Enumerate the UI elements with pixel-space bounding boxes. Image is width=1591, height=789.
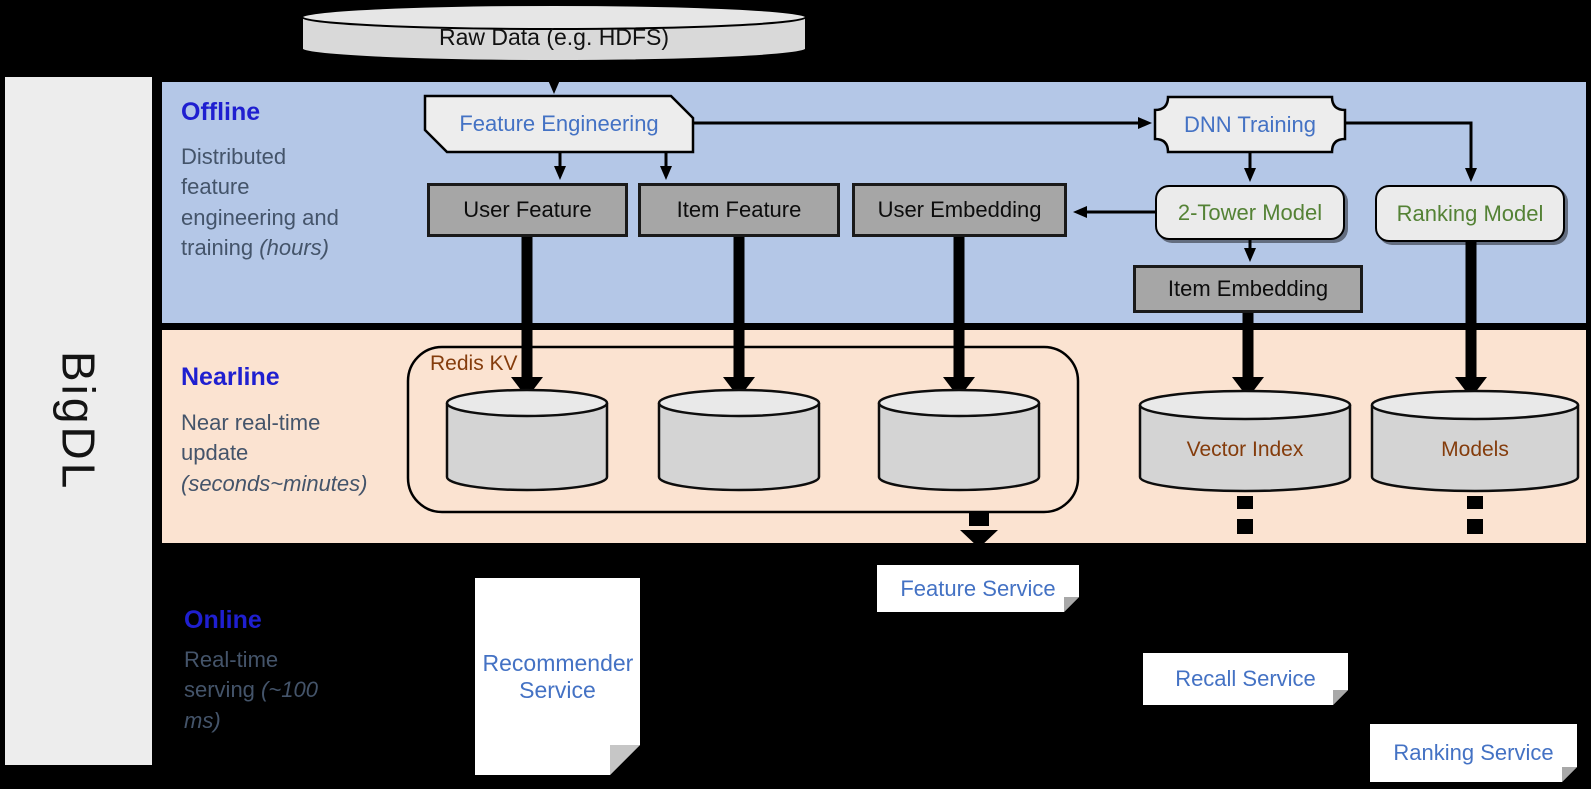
item-feature-node: Item Feature bbox=[638, 183, 840, 237]
vector-index-cylinder bbox=[1138, 389, 1352, 493]
thick-data-arrows bbox=[521, 237, 1477, 379]
nearline-section-title: Nearline bbox=[181, 363, 280, 391]
ranking-model-node: Ranking Model bbox=[1375, 185, 1565, 242]
user-embedding-node: User Embedding bbox=[852, 183, 1067, 237]
redis-kv-container bbox=[406, 345, 1080, 514]
kv-cylinder-3 bbox=[877, 388, 1041, 492]
nearline-desc-text: Near real-time update bbox=[181, 410, 321, 466]
offline-section-description: Distributed feature engineering and trai… bbox=[181, 142, 359, 263]
raw-data-cylinder bbox=[301, 4, 807, 62]
recall-service-node: Recall Service bbox=[1143, 653, 1348, 705]
ranking-service-node: Ranking Service bbox=[1370, 724, 1577, 782]
models-label: Models bbox=[1441, 438, 1509, 461]
online-desc-italic: (~100 ms) bbox=[184, 677, 318, 733]
online-section-title: Online bbox=[184, 606, 262, 634]
recall-service-label: Recall Service bbox=[1175, 666, 1316, 691]
models-cylinder bbox=[1370, 389, 1580, 493]
online-section-description: Real-time serving (~100 ms) bbox=[184, 645, 339, 736]
feature-service-node: Feature Service bbox=[877, 565, 1079, 612]
kv-cylinder-1 bbox=[445, 388, 609, 492]
item-embedding-node: Item Embedding bbox=[1133, 265, 1363, 313]
offline-section-title: Offline bbox=[181, 98, 261, 126]
kv-cylinder-2 bbox=[657, 388, 821, 492]
connector-arrows bbox=[548, 61, 1477, 262]
two-tower-model-node: 2-Tower Model bbox=[1155, 185, 1345, 240]
vector-index-label: Vector Index bbox=[1186, 438, 1304, 461]
online-desc-text: Real-time serving bbox=[184, 647, 279, 703]
offline-desc-italic: (hours) bbox=[259, 235, 329, 261]
offline-desc-text: Distributed feature engineering and trai… bbox=[181, 144, 339, 261]
bigdl-brand-bar: BigDL bbox=[5, 77, 152, 765]
bigdl-brand-label: BigDL bbox=[52, 350, 105, 492]
feature-engineering-node: Feature Engineering bbox=[459, 111, 659, 136]
dnn-training-shape bbox=[1153, 95, 1347, 154]
recommender-service-label: Recommender Service bbox=[482, 649, 634, 703]
arrow-dnn-to-rankingmodel bbox=[1345, 121, 1477, 182]
dnn-training-node: DNN Training bbox=[1183, 111, 1317, 137]
dashed-drop-arrows bbox=[960, 496, 1483, 548]
raw-data-label: Raw Data (e.g. HDFS) bbox=[438, 23, 670, 50]
recommender-service-node: Recommender Service bbox=[475, 578, 640, 775]
user-feature-node: User Feature bbox=[427, 183, 628, 237]
thick-arrowheads bbox=[511, 377, 1487, 398]
nearline-section-description: Near real-time update (seconds~minutes) bbox=[181, 408, 386, 499]
ranking-service-label: Ranking Service bbox=[1393, 740, 1554, 765]
feature-service-label: Feature Service bbox=[900, 575, 1056, 601]
feature-engineering-shape bbox=[423, 94, 695, 154]
nearline-desc-italic: (seconds~minutes) bbox=[181, 470, 368, 496]
redis-kv-label: Redis KV bbox=[430, 352, 518, 375]
